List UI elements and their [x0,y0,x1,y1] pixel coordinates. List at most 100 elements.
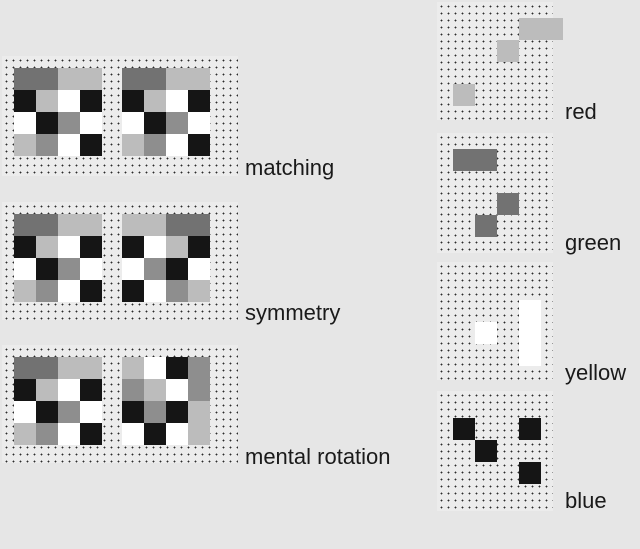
task-label-symmetry: symmetry [245,300,341,325]
pattern-cell [187,401,210,423]
pattern-cell [36,280,58,302]
pattern-cell [36,112,58,134]
pattern-cell [14,258,36,280]
yellow-color-panel [437,262,553,380]
color-block [475,440,497,462]
pattern-cell [187,258,210,280]
pattern-cell [121,68,144,90]
matching-pattern-panel [2,56,238,176]
pattern-cell [143,236,166,258]
pattern-cell [143,90,166,112]
pattern-cell [143,423,166,445]
pattern-cell [58,134,80,156]
pattern-cell [165,214,188,236]
pattern-cell [36,401,58,423]
pattern-cell [36,258,58,280]
pattern-cell [165,379,188,401]
pattern-cell [143,280,166,302]
pattern-cell [187,90,210,112]
pattern-cell [36,68,58,90]
color-block [453,149,497,171]
pattern-cell [14,357,36,379]
pattern-cell [165,280,188,302]
pattern-cell [36,379,58,401]
color-block [519,18,563,40]
pattern-cell [187,68,210,90]
pattern-cell [80,280,102,302]
pattern-cell [121,357,144,379]
pattern-cell [36,90,58,112]
color-label-blue: blue [565,488,607,513]
pattern-cell [187,357,210,379]
pattern-cell [58,379,80,401]
pattern-cell [143,258,166,280]
pattern-cell [58,112,80,134]
pattern-cell [121,236,144,258]
color-block [497,40,519,62]
symmetry-pattern-panel [2,202,238,320]
pattern-cell [36,214,58,236]
pattern-cell [121,280,144,302]
pattern-cell [80,68,102,90]
pattern-cell [187,280,210,302]
pattern-cell [58,423,80,445]
pattern-cell [80,236,102,258]
color-block [519,418,541,440]
pattern-cell [80,379,102,401]
color-block [519,344,541,366]
pattern-cell [36,423,58,445]
pattern-cell [165,401,188,423]
red-color-panel [437,2,563,120]
pattern-cell [14,112,36,134]
pattern-cell [58,68,80,90]
pattern-cell [14,401,36,423]
task-label-matching: matching [245,155,335,180]
color-block [453,84,475,106]
pattern-cell [14,68,36,90]
color-block [475,215,497,237]
pattern-cell [143,379,166,401]
pattern-cell [143,214,166,236]
color-block [475,322,497,344]
task-label-mental-rotation: mental rotation [245,444,391,469]
pattern-cell [187,379,210,401]
pattern-cell [58,401,80,423]
pattern-cell [121,401,144,423]
color-block [453,418,475,440]
pattern-cell [14,236,36,258]
pattern-cell [165,112,188,134]
pattern-cell [121,379,144,401]
pattern-cell [165,90,188,112]
blue-color-panel [437,391,553,511]
pattern-cell [80,112,102,134]
pattern-cell [165,423,188,445]
pattern-cell [58,280,80,302]
pattern-cell [14,214,36,236]
mental-rotation-pattern-panel [2,345,238,463]
pattern-cell [14,280,36,302]
pattern-cell [36,357,58,379]
pattern-cell [58,357,80,379]
pattern-cell [80,423,102,445]
pattern-cell [121,90,144,112]
pattern-cell [187,134,210,156]
pattern-cell [36,134,58,156]
pattern-cell [143,68,166,90]
pattern-cell [187,236,210,258]
pattern-cell [121,112,144,134]
pattern-cell [58,90,80,112]
pattern-cell [165,357,188,379]
pattern-cell [80,401,102,423]
green-color-panel [437,133,553,253]
pattern-cell [165,134,188,156]
pattern-cell [143,401,166,423]
color-block [519,300,541,322]
pattern-cell [143,112,166,134]
color-label-yellow: yellow [565,360,627,385]
pattern-cell [121,258,144,280]
color-block [497,193,519,215]
pattern-cell [14,134,36,156]
pattern-cell [80,258,102,280]
pattern-cell [165,68,188,90]
pattern-cell [58,214,80,236]
